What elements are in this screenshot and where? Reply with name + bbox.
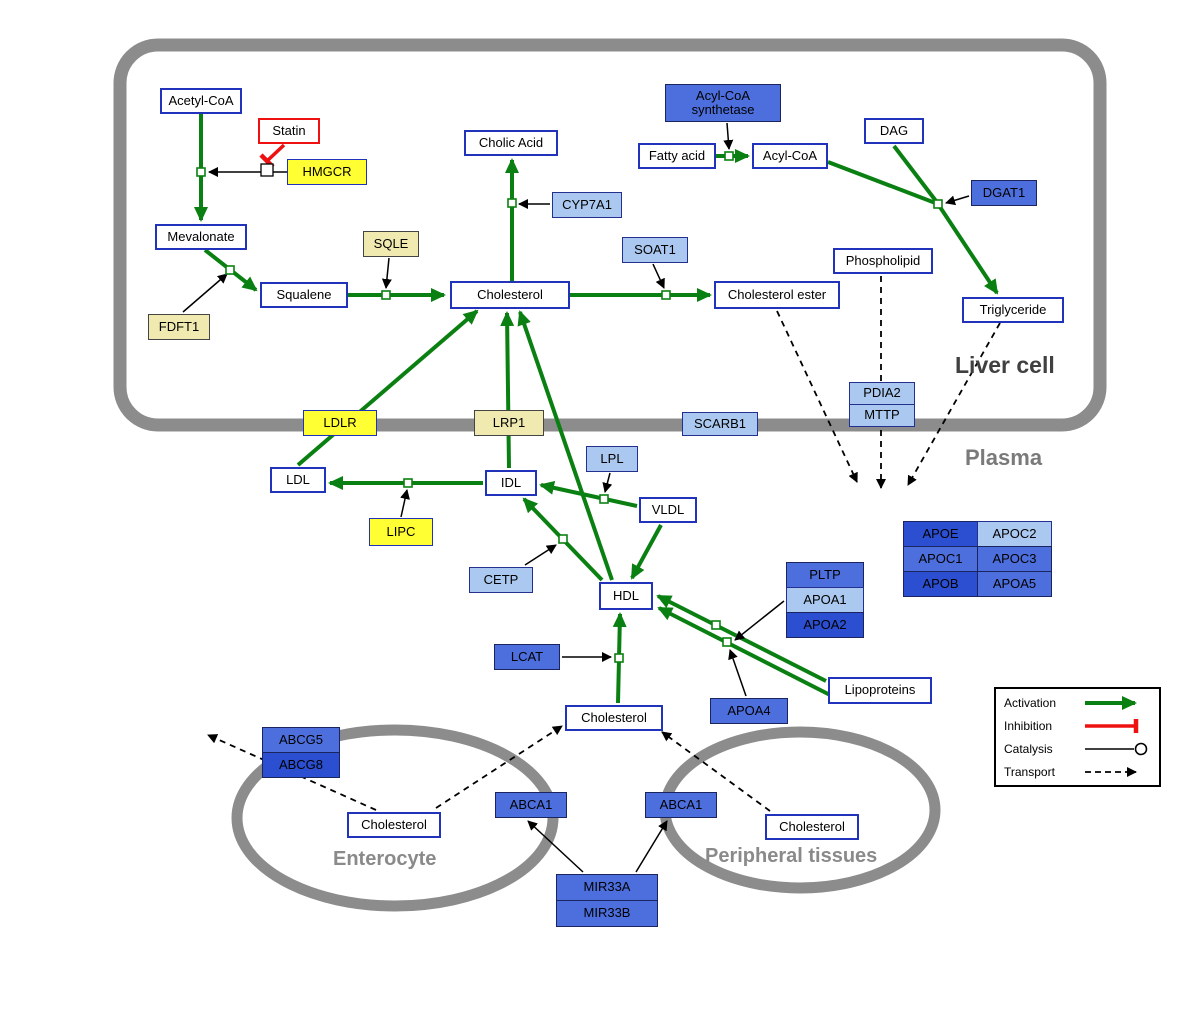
enterocyte-label: Enterocyte bbox=[333, 848, 437, 870]
liver-cell-membrane bbox=[113, 38, 1107, 432]
node-apoc2[interactable]: APOC2 bbox=[977, 521, 1052, 547]
node-sqle[interactable]: SQLE bbox=[363, 231, 419, 257]
node-cholesterol-ester[interactable]: Cholesterol ester bbox=[714, 281, 840, 309]
cat-fdft1 bbox=[182, 273, 228, 313]
cat-mir33-left bbox=[527, 820, 584, 873]
node-cholesterol-liver[interactable]: Cholesterol bbox=[450, 281, 570, 309]
node-apoa4[interactable]: APOA4 bbox=[710, 698, 788, 724]
node-cholesterol-enterocyte[interactable]: Cholesterol bbox=[347, 812, 441, 838]
node-ldlr[interactable]: LDLR bbox=[303, 410, 377, 436]
node-scarb1[interactable]: SCARB1 bbox=[682, 412, 758, 436]
node-abcg8[interactable]: ABCG8 bbox=[262, 752, 340, 778]
edge-hdl-cholesterol bbox=[517, 310, 614, 581]
legend-box bbox=[994, 687, 1161, 787]
node-hdl[interactable]: HDL bbox=[599, 582, 653, 610]
node-mttp[interactable]: MTTP bbox=[849, 404, 915, 427]
legend-activation-label: Activation bbox=[1004, 696, 1057, 710]
edge-ldl-cholesterol bbox=[296, 309, 479, 467]
node-apoe[interactable]: APOE bbox=[903, 521, 978, 547]
activation-edges bbox=[194, 114, 999, 704]
node-lipc[interactable]: LIPC bbox=[369, 518, 433, 546]
plasma-label: Plasma bbox=[965, 445, 1043, 470]
node-cholic-acid[interactable]: Cholic Acid bbox=[464, 130, 558, 156]
legend-catalysis-label: Catalysis bbox=[1004, 742, 1053, 756]
transport-enterocyte-to-plasma bbox=[435, 725, 563, 809]
edge-vldl-idl bbox=[539, 480, 638, 508]
catalysis-edges bbox=[182, 122, 970, 873]
node-mir33b[interactable]: MIR33B bbox=[556, 900, 658, 927]
node-fdft1[interactable]: FDFT1 bbox=[148, 314, 210, 340]
node-lipoproteins[interactable]: Lipoproteins bbox=[828, 677, 932, 704]
cat-apoa4 bbox=[728, 649, 747, 697]
cat-acylcoasynthetase bbox=[723, 122, 734, 150]
transport-cholesterolester bbox=[776, 310, 858, 483]
membranes bbox=[113, 38, 1107, 912]
liver-cell-label: Liver cell bbox=[955, 352, 1055, 378]
cat-lipc bbox=[400, 489, 410, 518]
edge-idl-cholesterol bbox=[500, 311, 515, 469]
node-acetyl-coa[interactable]: Acetyl-CoA bbox=[160, 88, 242, 114]
edge-dag-junction bbox=[892, 144, 938, 203]
enterocyte-membrane bbox=[231, 724, 559, 912]
cat-sqle bbox=[381, 257, 392, 289]
node-apoa1[interactable]: APOA1 bbox=[786, 587, 864, 613]
node-cetp[interactable]: CETP bbox=[469, 567, 533, 593]
node-lpl[interactable]: LPL bbox=[586, 446, 638, 472]
node-abcg5[interactable]: ABCG5 bbox=[262, 727, 340, 753]
inh-statin-line bbox=[265, 143, 286, 163]
node-ldl[interactable]: LDL bbox=[270, 467, 326, 493]
statin-target-anchor bbox=[260, 163, 274, 177]
cat-dgat1 bbox=[945, 195, 970, 206]
node-soat1[interactable]: SOAT1 bbox=[622, 237, 688, 263]
node-apoc1[interactable]: APOC1 bbox=[903, 546, 978, 572]
peripheral-tissues-label: Peripheral tissues bbox=[705, 845, 878, 867]
cat-soat1 bbox=[652, 263, 665, 289]
node-fatty-acid[interactable]: Fatty acid bbox=[638, 143, 716, 169]
legend-inhibition-label: Inhibition bbox=[1004, 719, 1053, 733]
node-dag[interactable]: DAG bbox=[864, 118, 924, 144]
node-pdia2[interactable]: PDIA2 bbox=[849, 382, 915, 405]
node-apoa2[interactable]: APOA2 bbox=[786, 612, 864, 638]
node-vldl[interactable]: VLDL bbox=[639, 497, 697, 523]
edge-vldl-hdl bbox=[630, 524, 663, 580]
transport-triglyceride bbox=[907, 322, 1001, 486]
node-cholesterol-peripheral[interactable]: Cholesterol bbox=[765, 814, 859, 840]
node-hmgcr[interactable]: HMGCR bbox=[287, 159, 367, 185]
node-cyp7a1[interactable]: CYP7A1 bbox=[552, 192, 622, 218]
node-lcat[interactable]: LCAT bbox=[494, 644, 560, 670]
node-apoa5[interactable]: APOA5 bbox=[977, 571, 1052, 597]
node-abca1-peripheral[interactable]: ABCA1 bbox=[645, 792, 717, 818]
transport-peripheral-to-plasma bbox=[661, 731, 771, 812]
node-phospholipid[interactable]: Phospholipid bbox=[833, 248, 933, 274]
node-lrp1[interactable]: LRP1 bbox=[474, 410, 544, 436]
cat-mir33-right bbox=[635, 820, 668, 873]
cat-cetp bbox=[524, 544, 557, 566]
node-apob[interactable]: APOB bbox=[903, 571, 978, 597]
node-pltp[interactable]: PLTP bbox=[786, 562, 864, 588]
legend-catalysis-circle bbox=[1134, 742, 1148, 756]
node-triglyceride[interactable]: Triglyceride bbox=[962, 297, 1064, 323]
node-acyl-coa[interactable]: Acyl-CoA bbox=[752, 143, 828, 169]
node-idl[interactable]: IDL bbox=[485, 470, 537, 496]
anchor-nodes bbox=[196, 151, 943, 663]
node-mir33a[interactable]: MIR33A bbox=[556, 874, 658, 901]
node-statin[interactable]: Statin bbox=[258, 118, 320, 144]
cat-apoa1 bbox=[734, 600, 785, 641]
node-abca1-enterocyte[interactable]: ABCA1 bbox=[495, 792, 567, 818]
cat-lpl bbox=[602, 472, 613, 493]
node-cholesterol-plasma[interactable]: Cholesterol bbox=[565, 705, 663, 731]
node-dgat1[interactable]: DGAT1 bbox=[971, 180, 1037, 206]
node-acyl-coa-synthetase[interactable]: Acyl-CoA synthetase bbox=[665, 84, 781, 122]
legend-transport-label: Transport bbox=[1004, 765, 1055, 779]
node-squalene[interactable]: Squalene bbox=[260, 282, 348, 308]
node-mevalonate[interactable]: Mevalonate bbox=[155, 224, 247, 250]
edge-lipoproteins-hdl-lower bbox=[657, 606, 835, 699]
node-apoc3[interactable]: APOC3 bbox=[977, 546, 1052, 572]
